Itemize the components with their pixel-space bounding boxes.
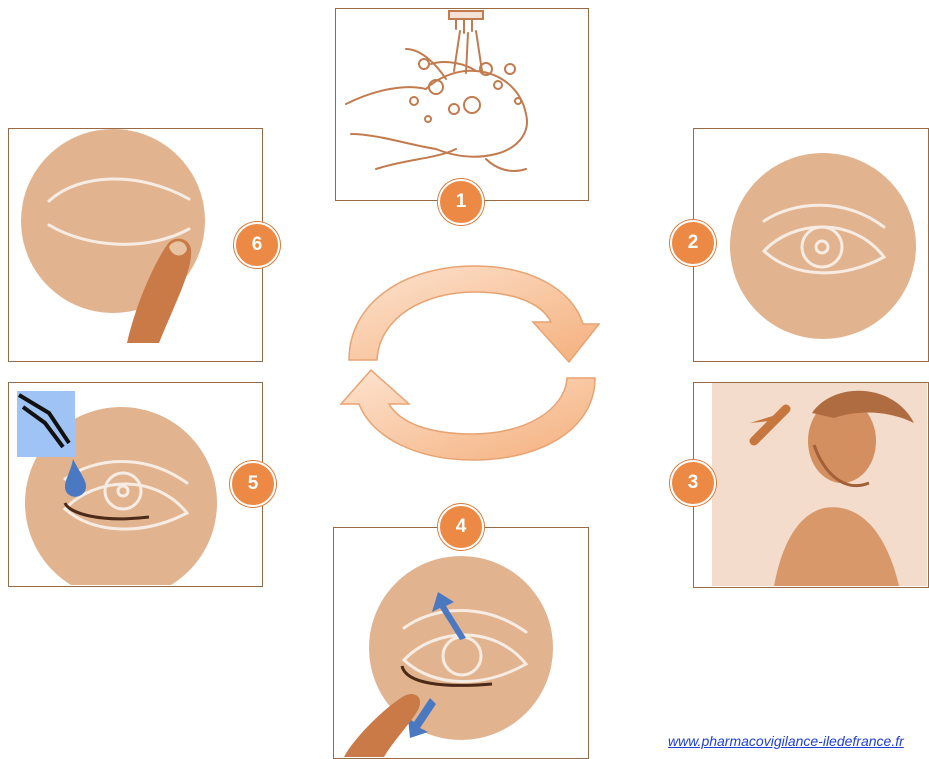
step-3-badge: 3 [670,460,716,506]
circular-arrows-icon [335,258,600,468]
step-2-panel [693,128,929,362]
press-inner-eye-corner-icon [9,129,261,360]
pull-lower-eyelid-icon [334,528,587,757]
eye-drop-icon [9,383,261,585]
hand-washing-icon [336,9,587,199]
step-4-panel [333,527,589,759]
eye-icon [694,129,927,360]
step-2-badge: 2 [670,220,716,266]
step-1-badge: 1 [438,179,484,225]
step-3-panel [693,382,929,588]
step-5-panel [8,382,263,587]
step-1-panel [335,8,589,201]
step-6-panel [8,128,263,362]
step-4-badge: 4 [438,504,484,550]
website-link[interactable]: www.pharmacovigilance-iledefrance.fr [668,733,904,749]
step-5-badge: 5 [230,461,276,507]
step-6-badge: 6 [234,222,280,268]
head-tilted-back-icon [694,383,927,586]
